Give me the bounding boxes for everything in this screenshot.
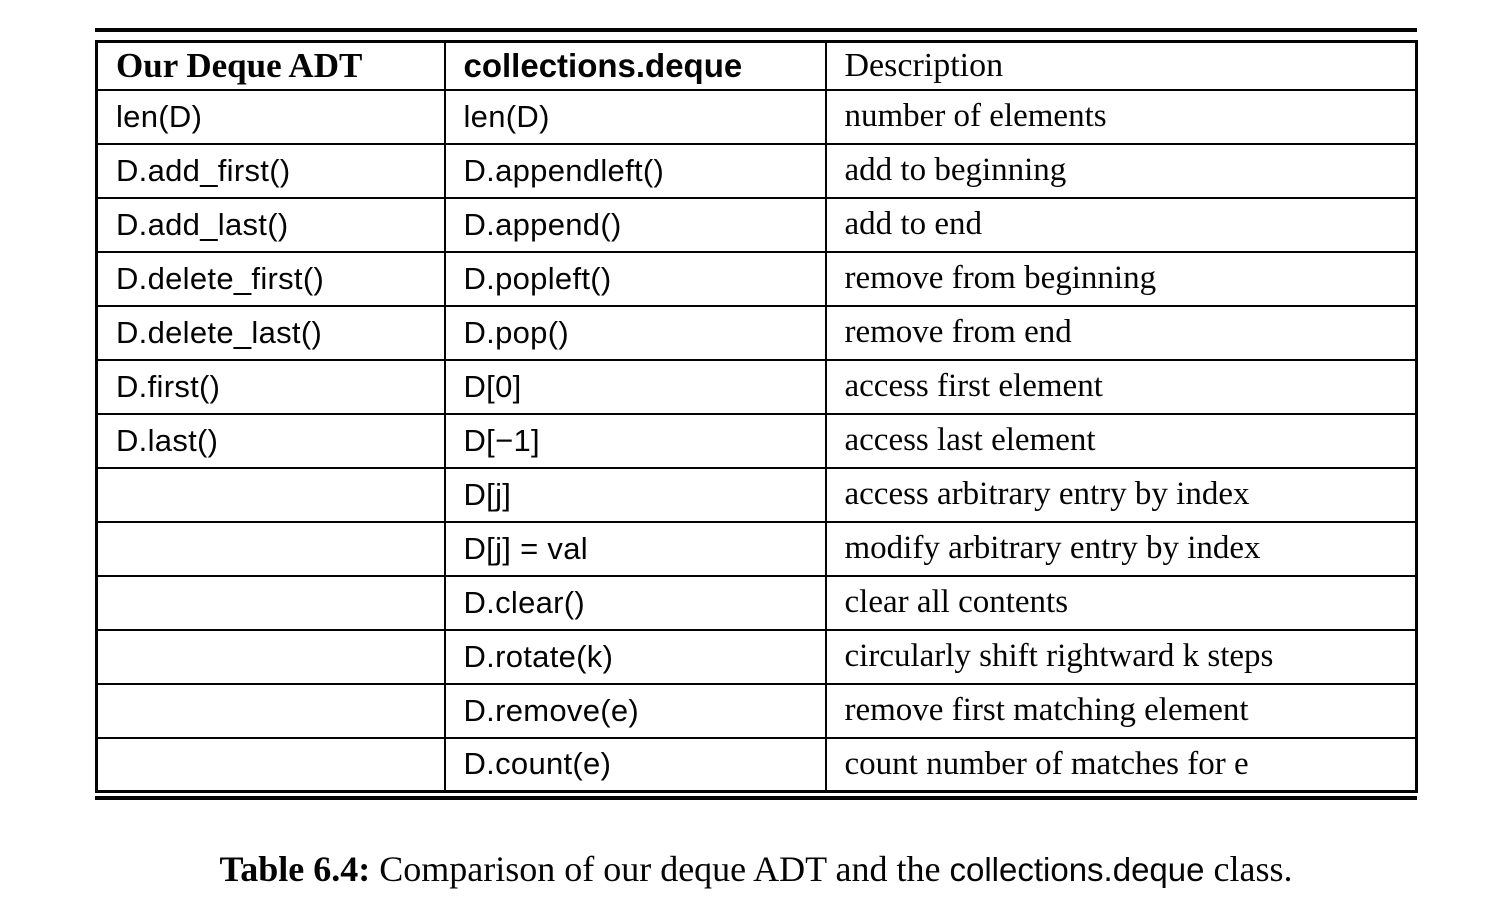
cell-desc: remove first matching element (824, 682, 1418, 739)
caption-text: Comparison of our deque ADT and the (379, 849, 941, 889)
table-row: D.last() D[−1] access last element (95, 412, 1418, 469)
cell-deque: D.appendleft() (443, 142, 827, 199)
cell-adt (95, 736, 446, 793)
cell-deque: D[j] = val (443, 520, 827, 577)
table-row: D.delete_last() D.pop() remove from end (95, 304, 1418, 361)
cell-desc: remove from beginning (824, 250, 1418, 307)
table-row: D.remove(e) remove first matching elemen… (95, 682, 1418, 739)
cell-desc: access last element (824, 412, 1418, 469)
table-bottom-rule (95, 796, 1417, 800)
cell-adt (95, 520, 446, 577)
cell-adt: D.last() (95, 412, 446, 469)
table-header-row: Our Deque ADT collections.deque Descript… (95, 40, 1418, 91)
cell-adt: D.delete_last() (95, 304, 446, 361)
cell-desc: add to beginning (824, 142, 1418, 199)
cell-desc: access first element (824, 358, 1418, 415)
table-row: len(D) len(D) number of elements (95, 88, 1418, 145)
cell-deque: D[j] (443, 466, 827, 523)
table-row: D.add_last() D.append() add to end (95, 196, 1418, 253)
table-caption: Table 6.4: Comparison of our deque ADT a… (0, 848, 1512, 890)
table-top-rule (95, 28, 1417, 32)
cell-deque: D.count(e) (443, 736, 827, 793)
cell-deque: D.append() (443, 196, 827, 253)
cell-adt (95, 574, 446, 631)
cell-adt: D.add_first() (95, 142, 446, 199)
cell-desc: modify arbitrary entry by index (824, 520, 1418, 577)
cell-adt: len(D) (95, 88, 446, 145)
cell-adt (95, 682, 446, 739)
cell-deque: D.clear() (443, 574, 827, 631)
cell-desc: remove from end (824, 304, 1418, 361)
cell-adt: D.add_last() (95, 196, 446, 253)
cell-deque: D[0] (443, 358, 827, 415)
cell-adt (95, 466, 446, 523)
caption-label: Table 6.4: (219, 849, 371, 889)
cell-desc: access arbitrary entry by index (824, 466, 1418, 523)
column-header-description: Description (824, 40, 1418, 91)
cell-desc: clear all contents (824, 574, 1418, 631)
table-row: D.rotate(k) circularly shift rightward k… (95, 628, 1418, 685)
table-row: D[j] = val modify arbitrary entry by ind… (95, 520, 1418, 577)
deque-comparison-table: Our Deque ADT collections.deque Descript… (95, 40, 1418, 793)
cell-deque: D.popleft() (443, 250, 827, 307)
column-header-collections-deque: collections.deque (443, 40, 827, 91)
caption-code-term: collections.deque (949, 851, 1205, 888)
cell-desc: add to end (824, 196, 1418, 253)
cell-desc: circularly shift rightward k steps (824, 628, 1418, 685)
column-header-our-deque-adt: Our Deque ADT (95, 40, 446, 91)
cell-deque: D.rotate(k) (443, 628, 827, 685)
cell-adt (95, 628, 446, 685)
cell-deque: D[−1] (443, 412, 827, 469)
table-row: D.add_first() D.appendleft() add to begi… (95, 142, 1418, 199)
table-row: D.delete_first() D.popleft() remove from… (95, 250, 1418, 307)
cell-adt: D.delete_first() (95, 250, 446, 307)
table-row: D.first() D[0] access first element (95, 358, 1418, 415)
cell-deque: D.pop() (443, 304, 827, 361)
table-row: D.count(e) count number of matches for e (95, 736, 1418, 793)
cell-deque: len(D) (443, 88, 827, 145)
table-row: D[j] access arbitrary entry by index (95, 466, 1418, 523)
table-row: D.clear() clear all contents (95, 574, 1418, 631)
cell-desc: count number of matches for e (824, 736, 1418, 793)
caption-text-after: class. (1213, 849, 1293, 889)
cell-deque: D.remove(e) (443, 682, 827, 739)
cell-desc: number of elements (824, 88, 1418, 145)
cell-adt: D.first() (95, 358, 446, 415)
